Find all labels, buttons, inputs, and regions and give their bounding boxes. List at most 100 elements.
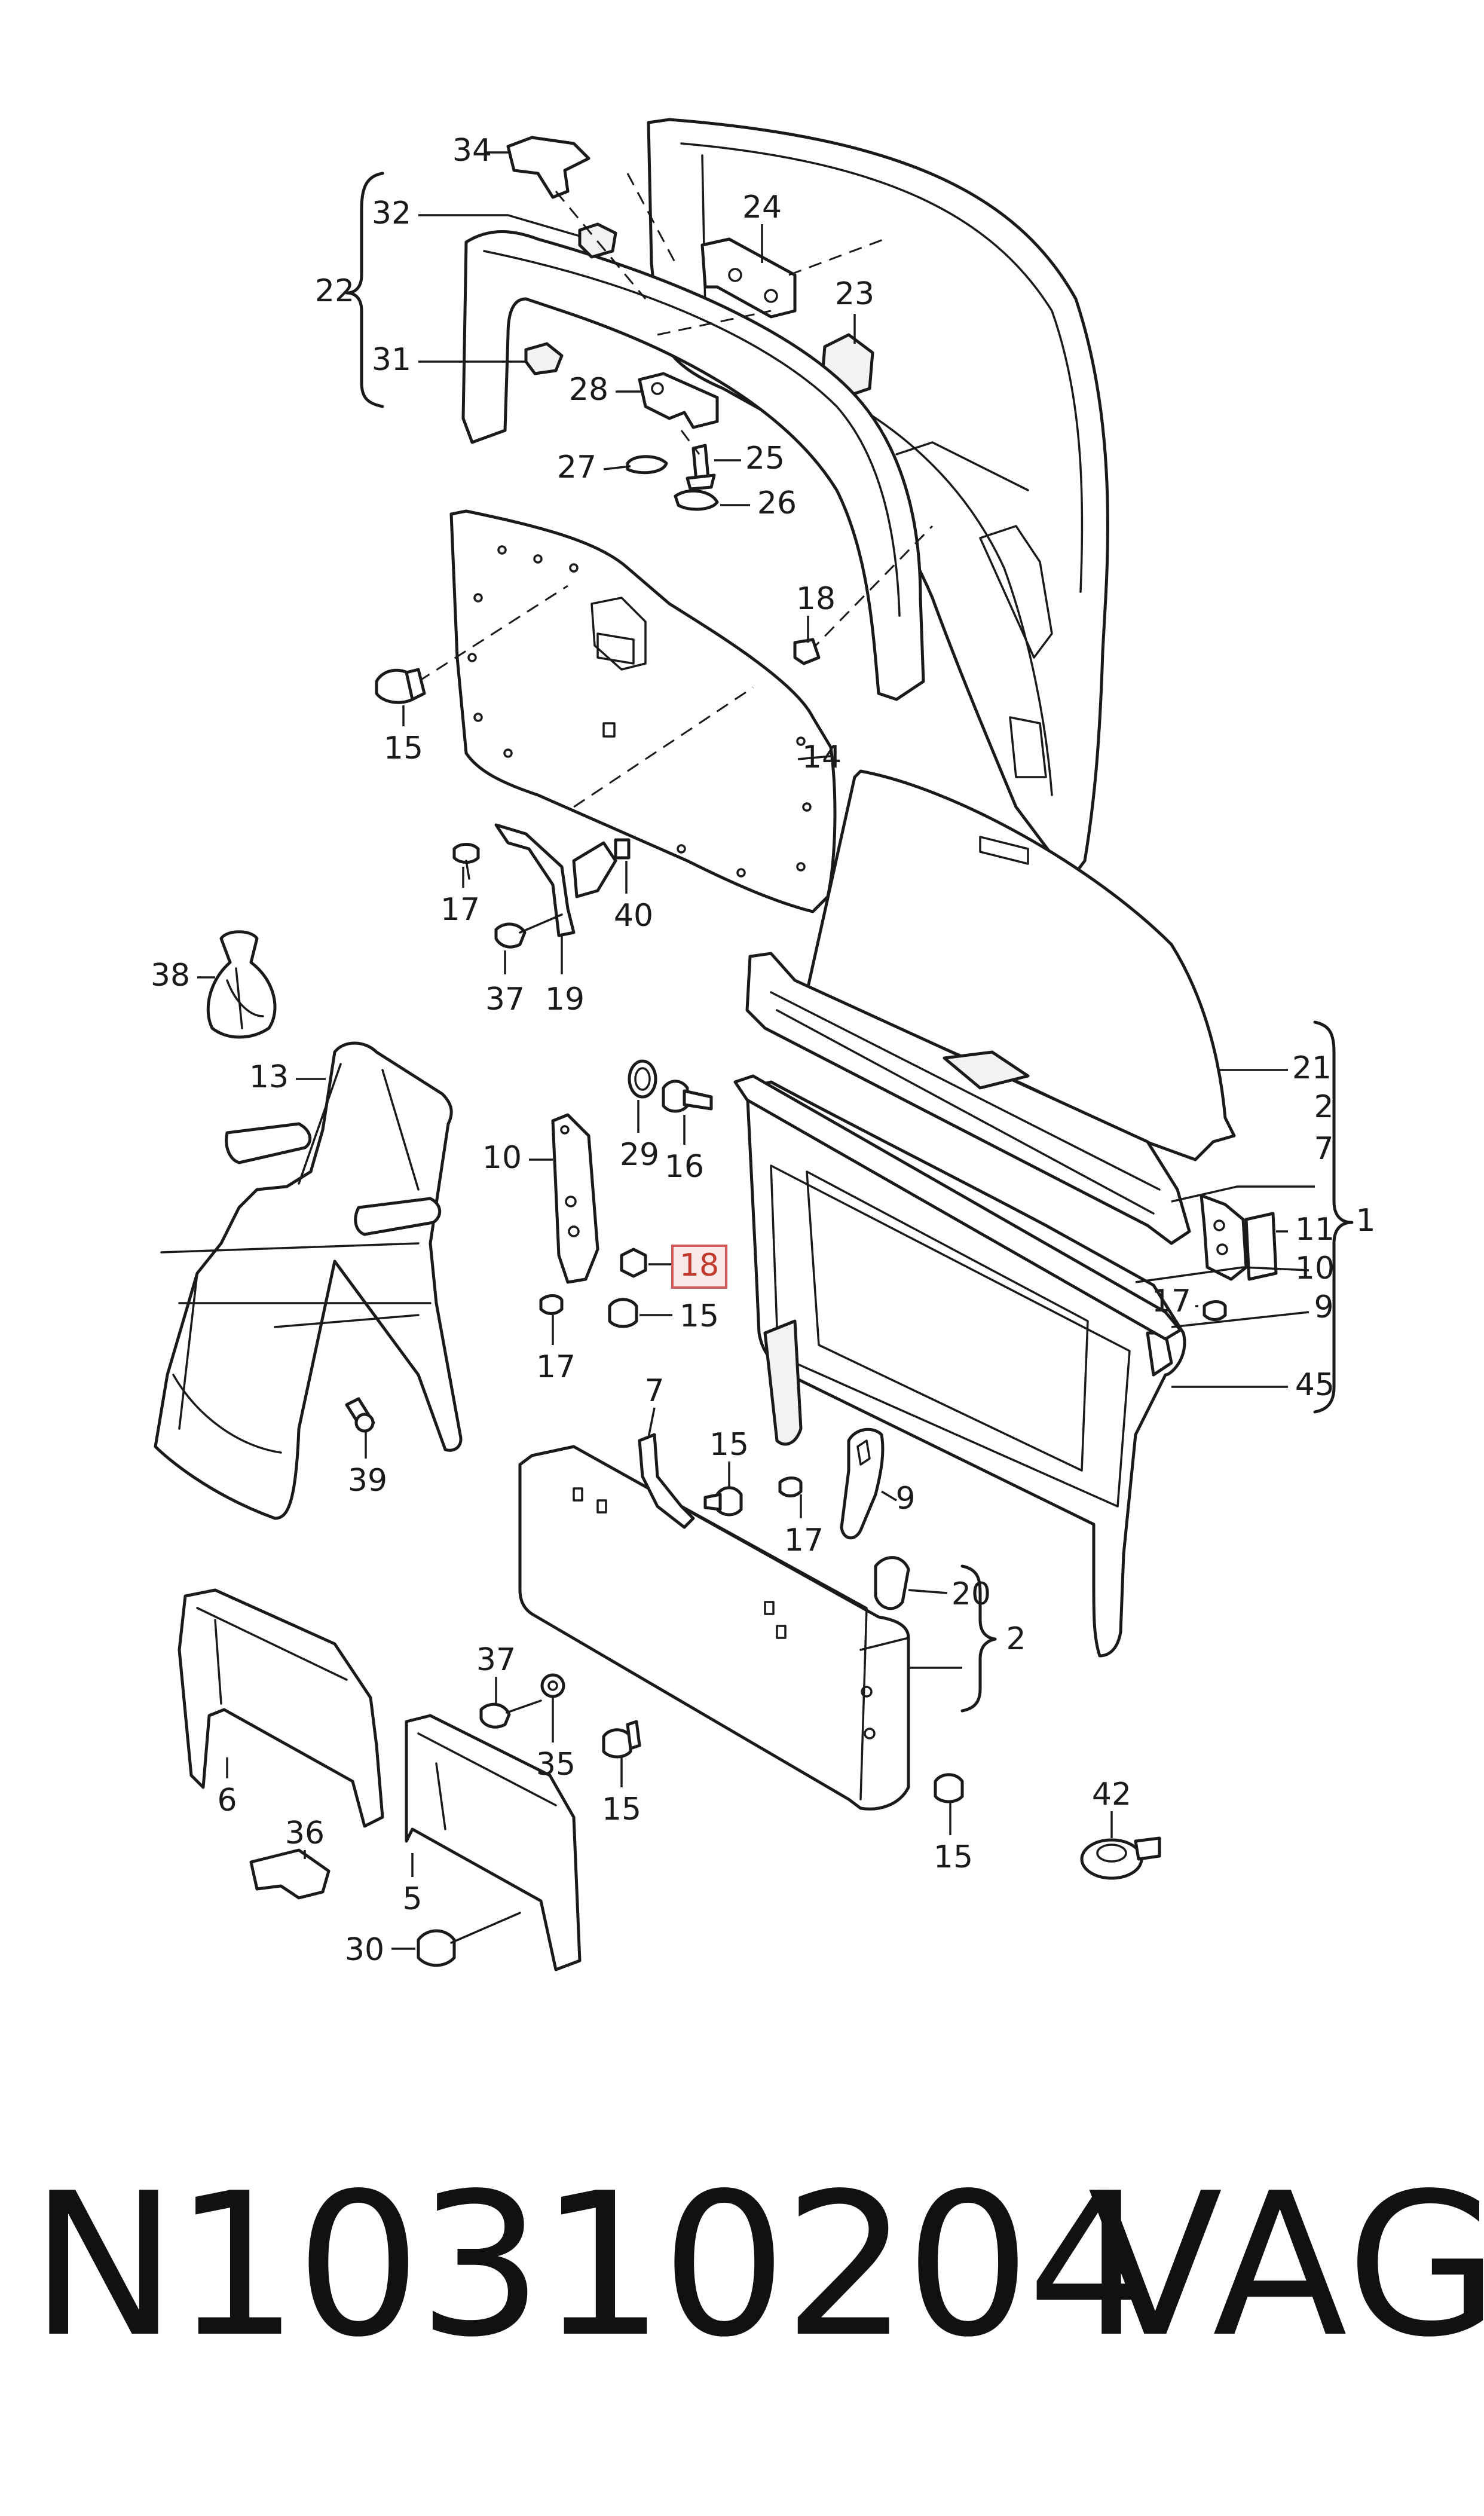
rail-9: [733, 1074, 1182, 1341]
washer-27: [626, 455, 668, 475]
callout-c30: 30: [345, 1932, 384, 1968]
bracket-7: [638, 1433, 695, 1529]
push-clip-15b: [608, 1298, 638, 1328]
washer-35: [540, 1673, 565, 1698]
push-clip-15c: [703, 1486, 743, 1517]
screw-17c: [1203, 1300, 1227, 1321]
callout-c16: 16: [665, 1149, 704, 1185]
bracket-28: [638, 372, 719, 429]
callout-c15e: 15: [934, 1839, 973, 1875]
callout-c39: 39: [348, 1463, 387, 1499]
callout-c11: 11: [1295, 1212, 1335, 1248]
part-number: N10310204: [30, 2151, 1153, 2380]
callout-c40: 40: [614, 898, 653, 934]
organizer-5: [405, 1714, 582, 1971]
callout-c20: 20: [951, 1576, 991, 1612]
callout-c1: 1: [1356, 1203, 1375, 1239]
callout-c10a: 10: [482, 1140, 522, 1176]
strap-9: [840, 1427, 885, 1539]
callout-c18b: 18: [680, 1248, 719, 1283]
net-bag-38: [206, 930, 277, 1039]
callout-c42: 42: [1092, 1777, 1131, 1812]
clip-31: [524, 342, 564, 375]
clip-40: [614, 838, 631, 860]
push-clip-15a: [375, 668, 426, 704]
callout-c35: 35: [536, 1747, 576, 1783]
callout-c17c: 17: [536, 1349, 576, 1385]
callout-c22: 22: [315, 273, 354, 309]
screw-17a: [452, 843, 480, 880]
diagram-canvas: 3432242223312827252618151417403837192113…: [151, 118, 1376, 1971]
bolt-16: [662, 1080, 713, 1113]
push-clip-15d: [602, 1720, 641, 1759]
callout-c25: 25: [745, 441, 785, 476]
callout-c32: 32: [372, 195, 411, 231]
callout-c19: 19: [545, 982, 585, 1017]
callout-c23: 23: [835, 276, 874, 312]
push-clip-15e: [934, 1773, 964, 1803]
callout-c45: 45: [1295, 1367, 1335, 1403]
callout-c38: 38: [151, 958, 190, 993]
callout-c6: 6: [217, 1783, 237, 1818]
nut-18a: [793, 638, 821, 665]
leader-lines: [197, 151, 1315, 1950]
callout-c26: 26: [757, 485, 797, 521]
screw-17b: [539, 1294, 564, 1315]
brace-22: [345, 172, 384, 408]
bracket-19: [494, 823, 617, 937]
callout-c18a: 18: [796, 581, 836, 617]
ring-29: [628, 1059, 657, 1099]
callout-c37a: 37: [485, 982, 525, 1017]
nut-18b: [620, 1248, 647, 1278]
footer: N10310204 VAG: [0, 2140, 1484, 2391]
callout-c14: 14: [802, 739, 842, 775]
callout-c24: 24: [742, 189, 782, 225]
screw-37a: [494, 913, 563, 949]
bracket-11: [1200, 1194, 1278, 1281]
callout-c31: 31: [372, 342, 411, 378]
bracket-10: [551, 1113, 599, 1284]
callout-c9b: 9: [895, 1481, 915, 1517]
brace-1: [1313, 1020, 1354, 1414]
hook-20: [874, 1556, 910, 1610]
callout-c17a: 17: [440, 892, 480, 928]
callout-c29: 29: [620, 1137, 659, 1173]
organizer-6: [178, 1588, 384, 1828]
highlight-box: [671, 1245, 727, 1289]
callout-c17b: 17: [1152, 1283, 1191, 1319]
tape-roll-42: [1080, 1836, 1161, 1880]
screw-39: [345, 1397, 375, 1433]
screw-37b: [479, 1699, 542, 1729]
callout-c17d: 17: [784, 1523, 824, 1558]
callout-c37b: 37: [476, 1642, 516, 1678]
screw-30: [417, 1912, 521, 1967]
handle-36: [249, 1848, 331, 1900]
callout-c15d: 15: [602, 1792, 641, 1827]
callout-c10b: 10: [1295, 1251, 1335, 1286]
callout-c7b: 7: [644, 1373, 664, 1409]
callout-c9a: 9: [1314, 1289, 1333, 1325]
upper-trim-arch: [461, 230, 925, 701]
callout-c13: 13: [249, 1059, 289, 1095]
clip-26: [674, 489, 719, 511]
door-panel-14: [449, 509, 837, 913]
screw-17d: [778, 1476, 803, 1497]
brace-2: [960, 1564, 997, 1713]
folding-chair-13: [154, 1041, 463, 1520]
callout-c15a: 15: [384, 730, 423, 766]
callout-c28: 28: [569, 372, 608, 408]
callout-c15b: 15: [680, 1298, 719, 1334]
side-trim-panel-45: [745, 1080, 1186, 1658]
callout-c15c: 15: [709, 1427, 749, 1463]
callout-c36: 36: [285, 1815, 325, 1851]
brand-name: VAG: [1088, 2151, 1484, 2380]
callout-c5: 5: [402, 1881, 422, 1917]
callout-c34: 34: [452, 133, 492, 169]
bracket-24: [700, 237, 797, 319]
roller-rail-7: [745, 952, 1191, 1245]
callout-c27: 27: [557, 450, 596, 485]
callout-c7a: 7: [1314, 1131, 1333, 1167]
callout-c2b: 2: [1006, 1621, 1026, 1657]
